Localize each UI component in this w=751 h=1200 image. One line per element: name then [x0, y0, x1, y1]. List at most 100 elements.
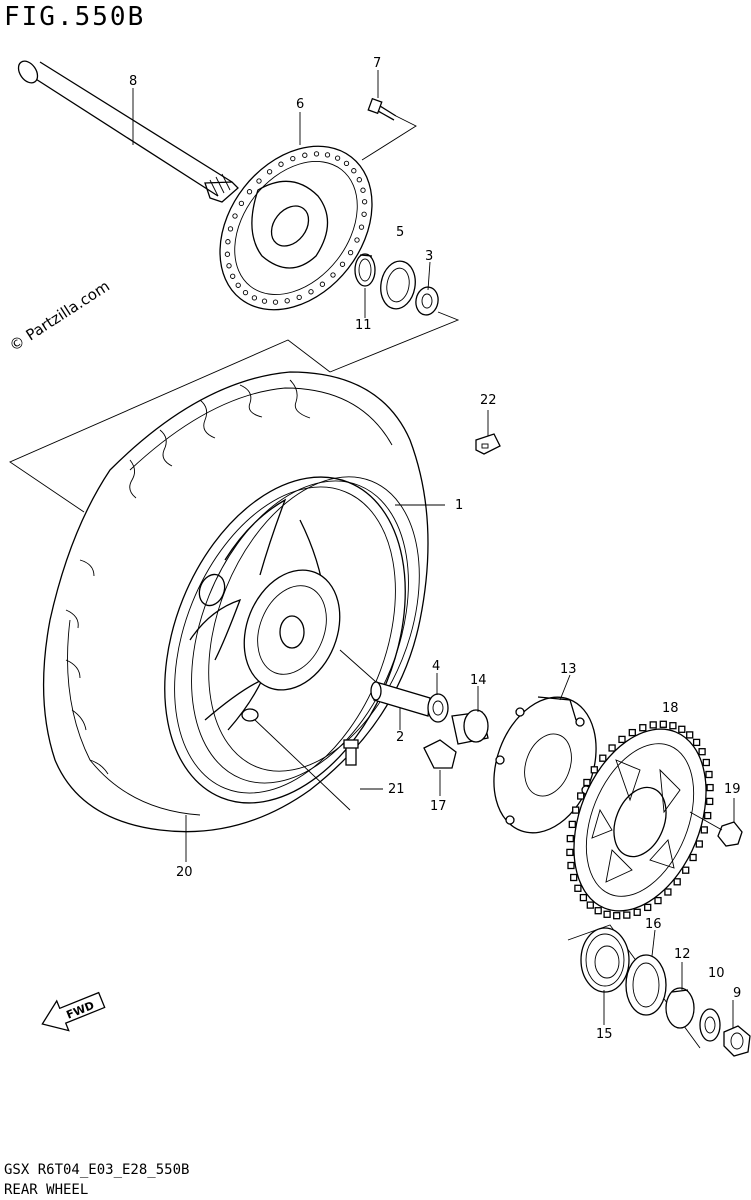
- callout-labels: 1 2 3 4 5 6 7 8 9 10 11 12 13 14 15 16 1…: [129, 56, 741, 1042]
- callout-12[interactable]: 12: [674, 947, 691, 962]
- callout-9[interactable]: 9: [733, 986, 741, 1001]
- bearing-part[interactable]: [377, 258, 419, 311]
- sprocket-tooth: [583, 778, 591, 787]
- callout-3[interactable]: 3: [425, 249, 433, 264]
- sprocket-tooth: [590, 766, 598, 774]
- sprocket-nut-part[interactable]: [717, 821, 743, 847]
- callout-8[interactable]: 8: [129, 74, 137, 89]
- callout-13[interactable]: 13: [560, 662, 577, 677]
- sprocket-tooth: [698, 748, 706, 756]
- disc-hole: [235, 282, 241, 288]
- disc-hole: [343, 160, 350, 167]
- disc-hole: [351, 168, 357, 174]
- disc-hole: [230, 273, 236, 279]
- callout-11[interactable]: 11: [355, 318, 372, 333]
- sprocket-tooth: [567, 861, 575, 870]
- callout-19[interactable]: 19: [724, 782, 741, 797]
- callout-10[interactable]: 10: [708, 966, 725, 981]
- callout-20[interactable]: 20: [176, 865, 193, 880]
- disc-hole: [319, 281, 326, 287]
- footer-name: REAR WHEEL: [4, 1182, 89, 1198]
- sprocket-tooth: [704, 811, 712, 820]
- sprocket-tooth: [706, 783, 714, 792]
- disc-hole: [284, 298, 290, 304]
- brake-disc-part[interactable]: [189, 116, 404, 339]
- sprocket-tooth: [618, 735, 626, 744]
- lower-spacer-part[interactable]: [665, 987, 695, 1029]
- callout-14[interactable]: 14: [470, 673, 487, 688]
- callout-4[interactable]: 4: [432, 659, 440, 674]
- wheel-damper-part[interactable]: [423, 739, 457, 769]
- footer-code: GSX R6T04_E03_E28_550B: [4, 1162, 190, 1178]
- disc-hole: [354, 237, 360, 243]
- callout-18[interactable]: 18: [662, 701, 679, 716]
- sprocket-tooth: [664, 888, 672, 896]
- disc-hole: [356, 177, 362, 183]
- callout-16[interactable]: 16: [645, 917, 662, 932]
- callout-22[interactable]: 22: [480, 393, 497, 408]
- sprocket-tooth: [633, 908, 641, 916]
- disc-hole: [347, 249, 354, 256]
- disc-hole: [261, 298, 268, 304]
- balance-weight-part[interactable]: [475, 433, 501, 455]
- callout-5[interactable]: 5: [396, 225, 404, 240]
- sprocket-tooth: [594, 907, 602, 915]
- spacer-part[interactable]: [354, 253, 376, 287]
- callout-2[interactable]: 2: [396, 730, 404, 745]
- sprocket-tooth: [599, 754, 607, 762]
- axle-part[interactable]: [15, 58, 239, 203]
- disc-hole: [361, 211, 367, 217]
- sprocket-tooth: [692, 738, 701, 747]
- disc-hole: [334, 155, 341, 161]
- sprocket-tooth: [682, 866, 690, 874]
- sprocket-tooth: [706, 797, 714, 806]
- sprocket-tooth: [673, 878, 681, 886]
- disc-bolt-part[interactable]: [367, 97, 397, 121]
- disc-hole: [246, 189, 253, 195]
- axle-nut-part[interactable]: [723, 1025, 751, 1057]
- disc-hole: [251, 295, 258, 301]
- lower-bearing-part[interactable]: [580, 927, 630, 993]
- disc-hole: [226, 263, 232, 269]
- callout-7[interactable]: 7: [373, 56, 381, 71]
- oil-seal-part[interactable]: [414, 285, 441, 316]
- sprocket-tooth: [654, 896, 662, 905]
- disc-hole: [324, 152, 331, 158]
- washer-part[interactable]: [699, 1008, 721, 1042]
- collar-part[interactable]: [451, 709, 489, 745]
- disc-hole: [278, 161, 284, 167]
- sprocket-tooth: [566, 848, 574, 857]
- disc-hole: [358, 224, 365, 230]
- sprocket-tooth: [568, 820, 576, 829]
- sprocket-tooth: [669, 722, 677, 730]
- hub-spacer-part[interactable]: [370, 681, 431, 717]
- callout-6[interactable]: 6: [296, 97, 304, 112]
- disc-hole: [232, 213, 238, 219]
- disc-hole: [361, 199, 368, 205]
- tire-valve-part[interactable]: [343, 739, 359, 766]
- lower-seal-part[interactable]: [625, 954, 667, 1016]
- wheel-rim-part[interactable]: [119, 441, 459, 839]
- sprocket-mounting-drum-part[interactable]: [476, 683, 614, 847]
- disc-hole: [238, 200, 245, 207]
- disc-hole: [224, 251, 231, 257]
- sprocket-tooth: [628, 728, 636, 737]
- sprocket-tooth: [705, 770, 713, 779]
- callout-21[interactable]: 21: [388, 782, 405, 797]
- sprocket-tooth: [586, 901, 594, 909]
- disc-hole: [339, 261, 346, 267]
- callout-17[interactable]: 17: [430, 799, 447, 814]
- disc-hole: [266, 169, 273, 175]
- hub-bearing-part[interactable]: [427, 693, 449, 723]
- callout-15[interactable]: 15: [596, 1027, 613, 1042]
- sprocket-tooth: [577, 792, 585, 800]
- callout-1[interactable]: 1: [455, 498, 463, 513]
- disc-hole: [256, 178, 262, 184]
- disc-hole: [308, 289, 314, 295]
- disc-hole: [313, 151, 320, 157]
- sprocket-tooth: [639, 724, 647, 732]
- disc-hole: [296, 294, 302, 301]
- sprocket-tooth: [678, 725, 686, 733]
- rear-sprocket-part[interactable]: [549, 709, 731, 930]
